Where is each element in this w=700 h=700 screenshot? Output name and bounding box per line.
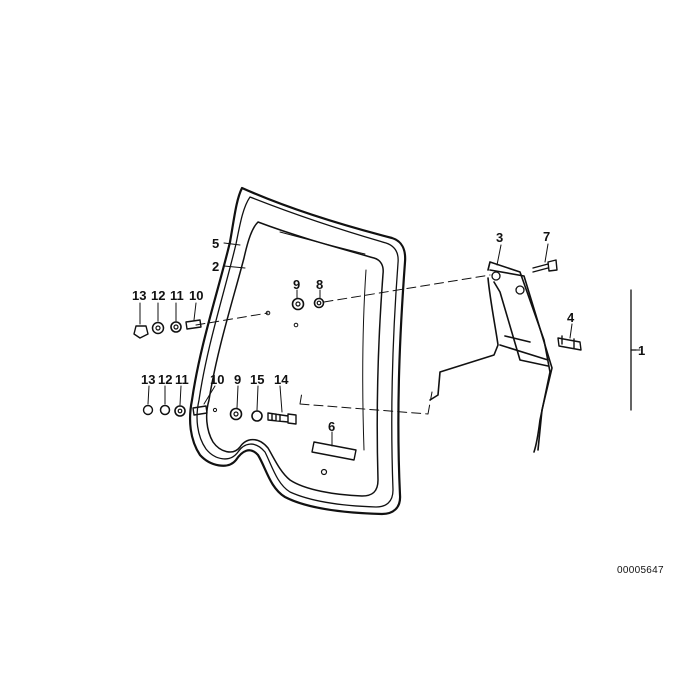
label-part-8: 8	[316, 277, 323, 292]
label-part-12-upper: 12	[151, 288, 165, 303]
label-part-13-upper: 13	[132, 288, 146, 303]
label-part-11-lower: 11	[175, 372, 189, 387]
grommet-8	[313, 297, 325, 309]
label-part-15: 15	[250, 372, 264, 387]
label-part-9-upper: 9	[293, 277, 300, 292]
grommet-8-hole	[316, 300, 322, 306]
nut-13-lower	[142, 404, 154, 416]
label-part-10-upper: 10	[189, 288, 203, 303]
leader-11b	[179, 385, 182, 406]
windshield-seal-inner	[196, 196, 399, 508]
washer-9-lower-hole	[233, 411, 239, 417]
glass-hole-lower	[212, 407, 218, 413]
dash-lower-assembly	[299, 391, 433, 415]
washer-12-upper-hole	[155, 325, 161, 331]
windshield-glass	[205, 221, 384, 497]
leader-13b	[147, 385, 150, 405]
label-part-10-lower: 10	[210, 372, 224, 387]
leader-10b	[203, 385, 216, 405]
label-part-3: 3	[496, 230, 503, 245]
label-part-9-lower: 9	[234, 372, 241, 387]
label-part-2: 2	[212, 259, 219, 274]
label-part-1: 1	[638, 343, 645, 358]
spacer-10-lower	[192, 405, 208, 416]
mounting-bracket	[429, 261, 551, 453]
glass-reflection-line-2	[362, 269, 367, 451]
leader-9b	[236, 385, 239, 409]
leader-2	[223, 265, 246, 269]
glass-hole	[320, 468, 328, 476]
clip-part	[557, 335, 582, 351]
leader-4	[569, 323, 573, 339]
grommet-11-upper	[170, 321, 182, 333]
washer-9-lower	[229, 407, 243, 421]
label-part-7: 7	[543, 229, 550, 244]
label-part-14: 14	[274, 372, 289, 387]
mounting-bracket-rod	[489, 269, 553, 451]
leader-10a	[193, 302, 197, 321]
label-part-11-upper: 11	[170, 288, 184, 303]
glass-hole-mid	[293, 322, 299, 328]
callout-labels: 1 2 3 4 5 6 7 8 9 10 11 12 13 9 10 11 12…	[132, 229, 645, 434]
grommet-11-upper-hole	[173, 324, 179, 330]
upper-fastener-set	[133, 297, 325, 339]
grommet-11-lower-hole	[177, 408, 183, 414]
washer-12-lower	[159, 404, 171, 416]
screw-14	[267, 412, 297, 425]
leader-15	[256, 385, 259, 411]
diagram-reference-number: 00005647	[617, 565, 664, 576]
leader-3	[496, 244, 502, 266]
label-plate	[311, 441, 357, 461]
bracket-hole-2	[515, 285, 525, 295]
leader-lines	[139, 242, 641, 447]
label-part-13-lower: 13	[141, 372, 155, 387]
nut-13-upper	[133, 325, 149, 339]
grommet-11-lower	[174, 405, 186, 417]
label-part-6: 6	[328, 419, 335, 434]
lower-fastener-set	[142, 404, 297, 425]
spacer-10-upper	[185, 319, 202, 330]
washer-12-upper	[151, 321, 165, 335]
glass-reflection-line	[279, 231, 366, 255]
label-part-4: 4	[567, 310, 575, 325]
windshield-seal-outer	[189, 186, 407, 516]
leader-14	[279, 385, 283, 413]
label-part-12-lower: 12	[158, 372, 172, 387]
label-part-5: 5	[212, 236, 219, 251]
dash-upper-assembly	[195, 274, 491, 326]
washer-9-upper-hole	[295, 301, 301, 307]
leader-7	[544, 243, 549, 263]
washer-15	[251, 410, 263, 422]
washer-9-upper	[291, 297, 305, 311]
bracket-hole-1	[491, 271, 501, 281]
bracket-screw	[532, 259, 558, 273]
leader-5	[223, 242, 241, 246]
